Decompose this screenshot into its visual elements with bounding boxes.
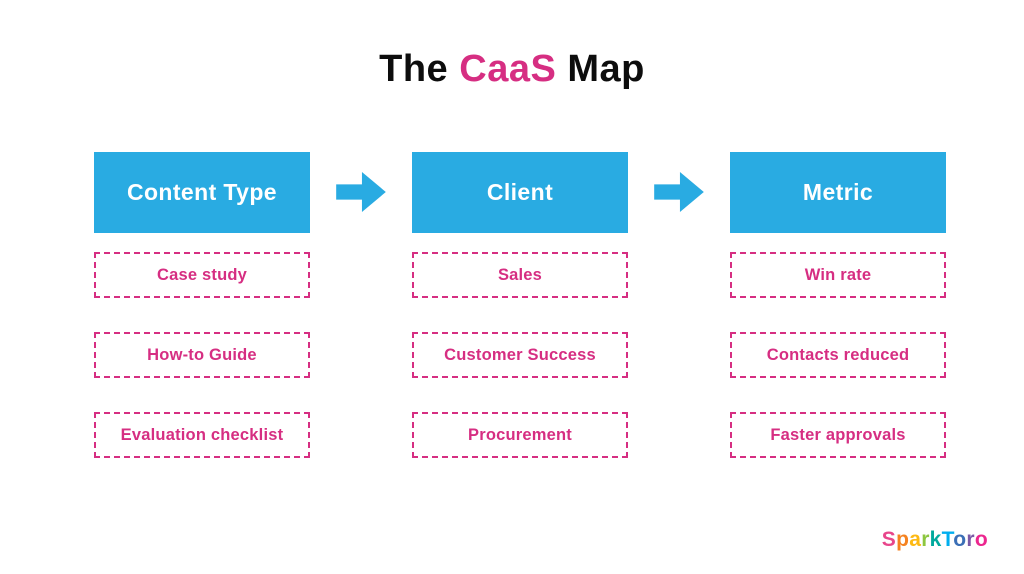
column-metric: Metric Win rate Contacts reduced Faster … — [730, 152, 946, 458]
connector-1 — [310, 152, 412, 213]
item-sales: Sales — [412, 252, 628, 298]
column-header-metric: Metric — [730, 152, 946, 233]
item-customer-success: Customer Success — [412, 332, 628, 378]
column-content-type: Content Type Case study How-to Guide Eva… — [94, 152, 310, 458]
sparktoro-logo: SparkToro — [881, 528, 988, 551]
item-how-to-guide: How-to Guide — [94, 332, 310, 378]
caas-map-diagram: Content Type Case study How-to Guide Eva… — [94, 152, 946, 458]
right-arrow-icon — [654, 171, 704, 213]
item-case-study: Case study — [94, 252, 310, 298]
page-title: The CaaS Map — [0, 48, 1024, 91]
item-contacts-reduced: Contacts reduced — [730, 332, 946, 378]
item-evaluation-checklist: Evaluation checklist — [94, 412, 310, 458]
item-faster-approvals: Faster approvals — [730, 412, 946, 458]
right-arrow-icon — [336, 171, 386, 213]
connector-2 — [628, 152, 730, 213]
title-highlight: CaaS — [459, 48, 557, 90]
column-header-content-type: Content Type — [94, 152, 310, 233]
column-client: Client Sales Customer Success Procuremen… — [412, 152, 628, 458]
column-header-client: Client — [412, 152, 628, 233]
title-pre: The — [379, 48, 460, 90]
title-post: Map — [556, 48, 645, 90]
item-win-rate: Win rate — [730, 252, 946, 298]
item-procurement: Procurement — [412, 412, 628, 458]
